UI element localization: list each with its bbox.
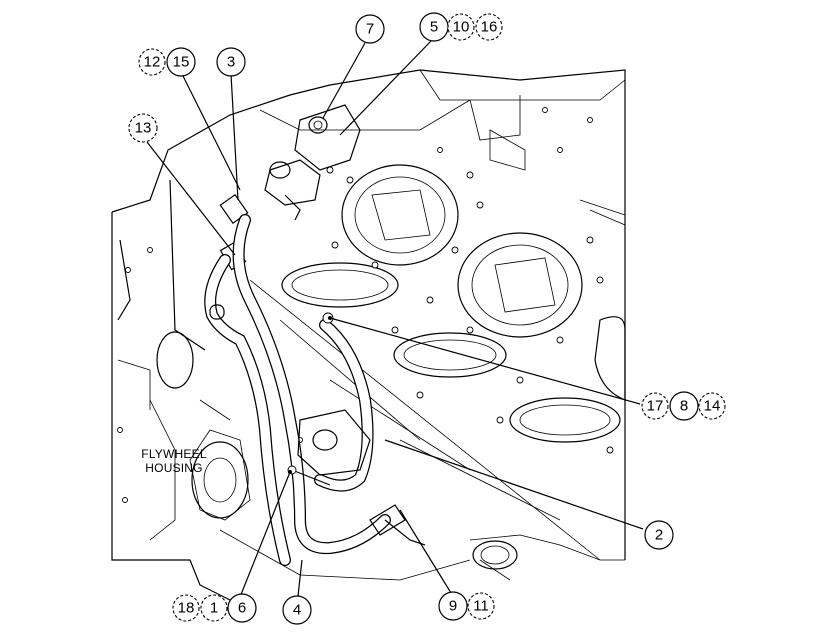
leader-lines <box>146 39 644 598</box>
callout-8: 8 <box>669 391 699 421</box>
callout-16: 16 <box>475 13 503 41</box>
callout-5: 5 <box>419 12 449 42</box>
bolt-holes <box>117 107 614 503</box>
callout-1: 1 <box>200 594 228 622</box>
callout-8-number: 8 <box>680 398 688 415</box>
flywheel-label-line2: HOUSING <box>145 461 203 475</box>
callout-14: 14 <box>698 392 726 420</box>
callout-13-number: 13 <box>135 120 152 137</box>
callout-11-number: 11 <box>473 598 489 615</box>
callout-2-number: 2 <box>655 527 663 544</box>
callout-11: 11 <box>467 592 495 620</box>
callout-13: 13 <box>128 113 158 143</box>
callout-10: 10 <box>447 13 475 41</box>
engine-block <box>111 69 626 601</box>
hoses <box>204 214 391 566</box>
callout-15: 15 <box>166 47 196 77</box>
flywheel-housing-label: FLYWHEEL HOUSING <box>128 447 220 475</box>
callout-7-number: 7 <box>366 21 374 38</box>
flywheel-label-line1: FLYWHEEL <box>141 447 207 461</box>
callout-18-number: 18 <box>178 600 195 617</box>
callout-2: 2 <box>644 520 674 550</box>
callout-6-number: 6 <box>238 600 246 617</box>
callout-3: 3 <box>216 47 246 77</box>
callout-1-number: 1 <box>210 600 218 617</box>
callout-5-number: 5 <box>430 19 438 36</box>
callout-9-number: 9 <box>449 598 457 615</box>
callout-18: 18 <box>172 594 200 622</box>
callout-4-number: 4 <box>293 602 301 619</box>
callout-3-number: 3 <box>227 54 235 71</box>
callout-12-number: 12 <box>144 54 161 71</box>
callout-12: 12 <box>138 48 166 76</box>
callout-9: 9 <box>438 591 468 621</box>
callout-10-number: 10 <box>453 19 470 36</box>
callout-14-number: 14 <box>704 398 721 415</box>
callout-17: 17 <box>641 392 669 420</box>
cylinder-bores <box>156 164 626 570</box>
callout-4: 4 <box>282 595 312 625</box>
callout-7: 7 <box>355 14 385 44</box>
callout-15-number: 15 <box>173 54 190 71</box>
callout-17-number: 17 <box>647 398 664 415</box>
callout-16-number: 16 <box>481 19 498 36</box>
callout-6: 6 <box>227 593 257 623</box>
pump-fittings <box>209 304 426 546</box>
